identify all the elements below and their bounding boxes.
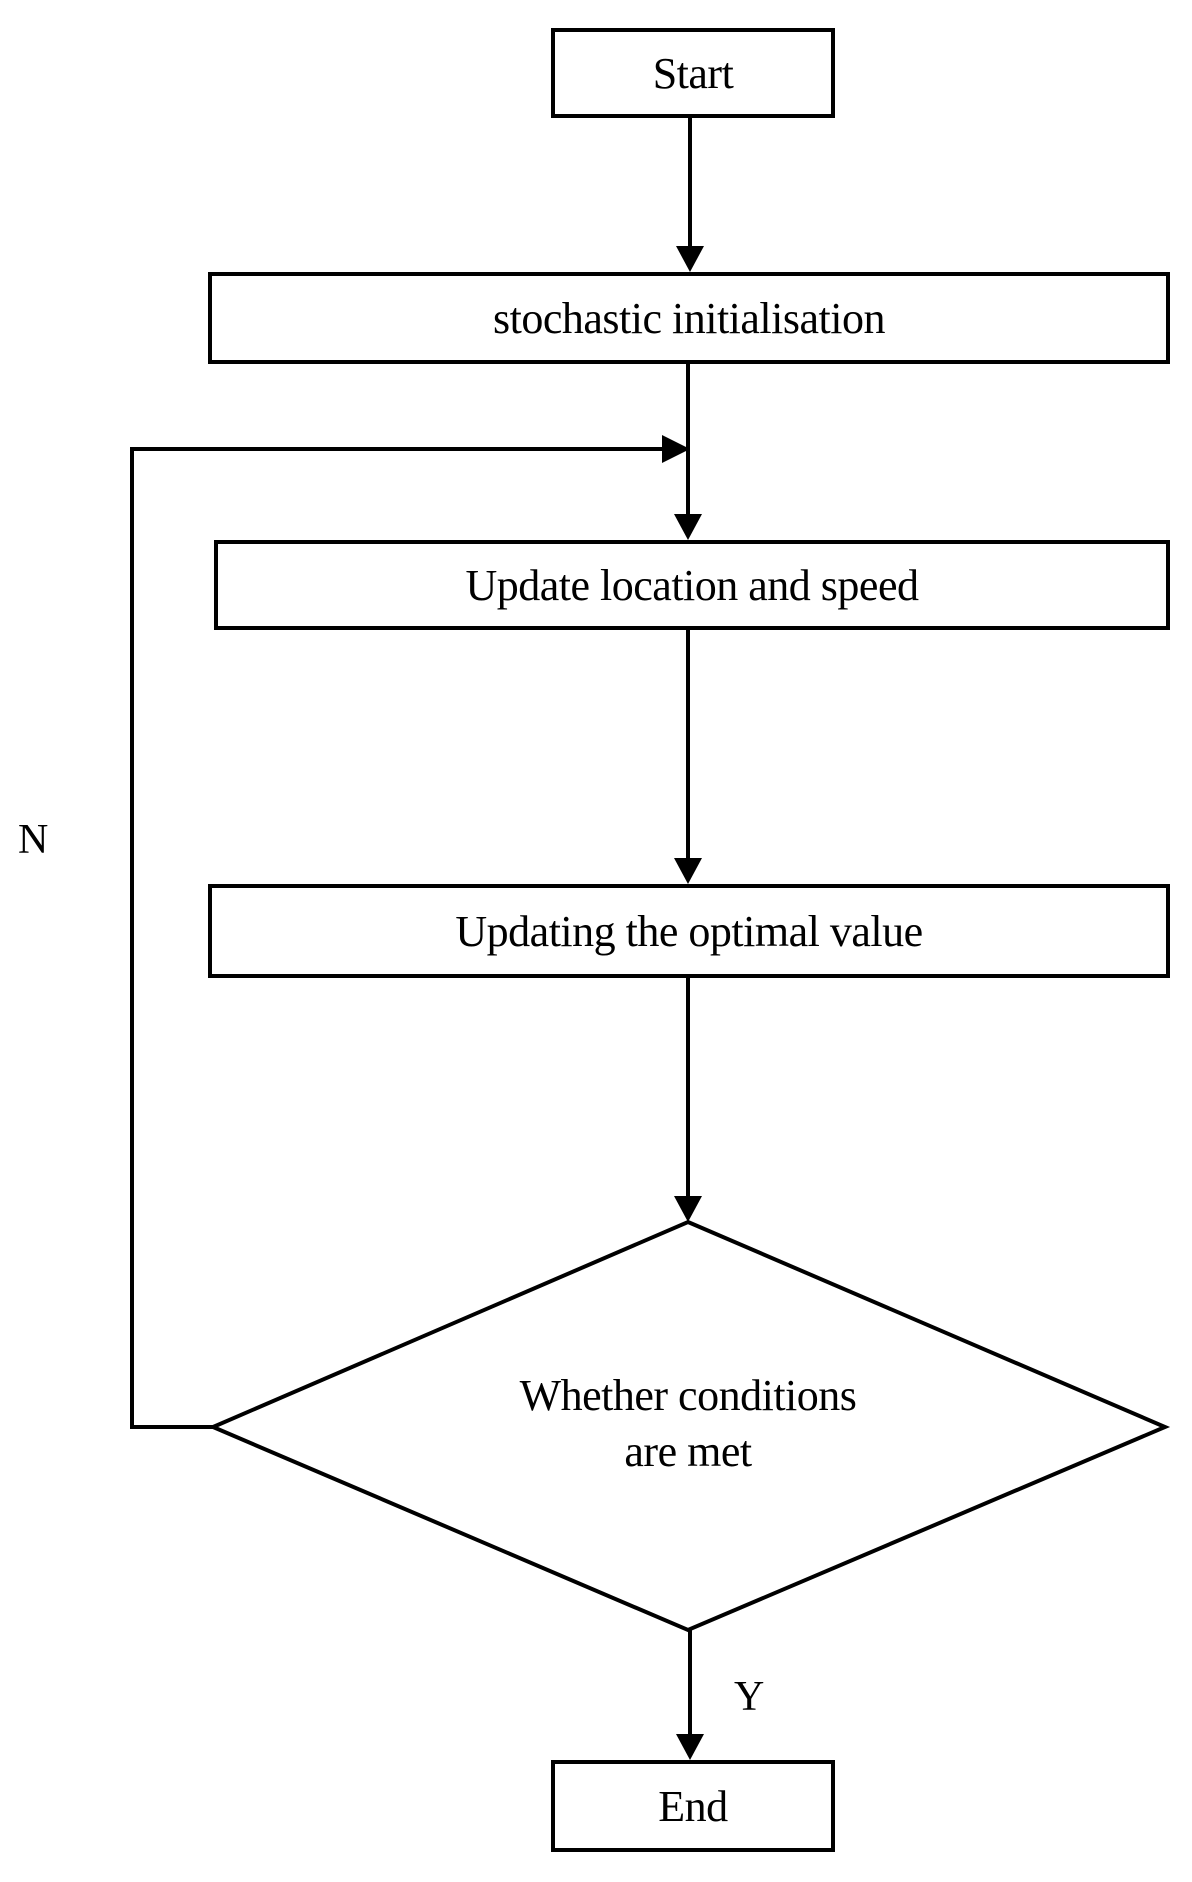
- decision-label-line1: Whether conditions: [519, 1371, 857, 1420]
- decision-label: Whether conditions are met: [388, 1368, 988, 1480]
- start-node: Start: [551, 28, 835, 118]
- arrow-decision-to-end: [676, 1630, 704, 1760]
- yes-branch-label: Y: [734, 1674, 765, 1720]
- update-optimal-label: Updating the optimal value: [455, 906, 923, 956]
- init-node: stochastic initialisation: [208, 272, 1170, 364]
- start-node-label: Start: [652, 48, 734, 98]
- update-location-speed-node: Update location and speed: [214, 540, 1170, 630]
- end-node: End: [551, 1760, 835, 1852]
- arrow-start-to-init: [676, 116, 704, 272]
- decision-label-line2: are met: [624, 1427, 752, 1476]
- end-node-label: End: [658, 1781, 728, 1831]
- loop-back-no-path: [130, 435, 690, 1429]
- update-optimal-node: Updating the optimal value: [208, 884, 1170, 978]
- arrow-update-location-to-optimal: [674, 628, 702, 884]
- no-branch-label: N: [18, 817, 49, 863]
- arrow-optimal-to-decision: [674, 976, 702, 1222]
- update-location-speed-label: Update location and speed: [465, 560, 919, 610]
- init-node-label: stochastic initialisation: [493, 293, 886, 343]
- line-init-to-merge: [674, 362, 702, 540]
